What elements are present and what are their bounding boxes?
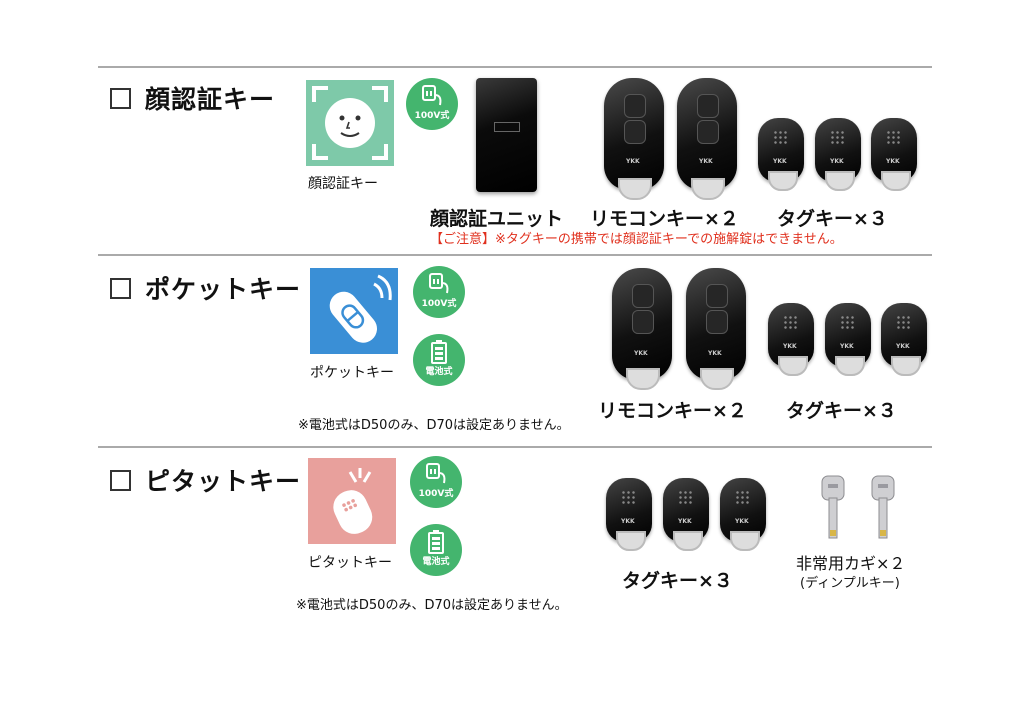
tag-key-image: YKK [881, 303, 927, 376]
badge-battery-pitat: 電池式 [410, 524, 462, 576]
section-title-text: ポケットキー [145, 275, 302, 304]
icon-caption-face: 顔認証キー [308, 176, 378, 192]
section-title-text: ピタットキー [145, 467, 302, 496]
face-auth-unit-image [476, 78, 537, 192]
badge-label: 100V式 [414, 111, 450, 121]
pitat-tag-icon [308, 458, 396, 544]
separator-1 [98, 254, 932, 256]
remote-key-image: YKK [677, 78, 737, 200]
product-label-emergency-key: 非常用カギ×２ [796, 554, 906, 573]
section-title-text: 顔認証キー [145, 85, 276, 114]
badge-100v-face: 100V式 [406, 78, 458, 130]
tag-key-image: YKK [758, 118, 804, 191]
badge-label: 100V式 [418, 489, 454, 499]
remote-key-image: YKK [612, 268, 672, 390]
badge-battery-pocket: 電池式 [413, 334, 465, 386]
caution-note: 【ご注意】※タグキーの携帯では顔認証キーでの施解錠はできません。 [430, 232, 843, 247]
product-label-remote: リモコンキー×２ [598, 400, 747, 422]
tag-key-image: YKK [815, 118, 861, 191]
face-icon [306, 80, 394, 166]
section-title-pitat: ピタットキー [110, 462, 301, 498]
battery-icon [428, 530, 444, 554]
plug-icon [426, 463, 446, 484]
tag-key-image: YKK [606, 478, 652, 551]
product-label-tag: タグキー×３ [786, 400, 897, 422]
product-label-remote: リモコンキー×２ [590, 208, 739, 230]
plug-icon [422, 85, 442, 106]
separator-top [98, 66, 932, 68]
section-title-pocket: ポケットキー [110, 270, 301, 306]
tag-key-image: YKK [720, 478, 766, 551]
product-sublabel-dimple: (ディンプルキー) [800, 576, 900, 591]
checkbox-face[interactable] [110, 88, 131, 109]
tag-key-image: YKK [825, 303, 871, 376]
badge-100v-pocket: 100V式 [413, 266, 465, 318]
badge-label: 電池式 [425, 367, 453, 377]
battery-note: ※電池式はD50のみ、D70は設定ありません。 [298, 418, 570, 433]
battery-note: ※電池式はD50のみ、D70は設定ありません。 [296, 598, 568, 613]
pocket-remote-icon [310, 268, 398, 354]
icon-caption-pocket: ポケットキー [310, 365, 394, 381]
badge-100v-pitat: 100V式 [410, 456, 462, 508]
tag-key-image: YKK [768, 303, 814, 376]
product-label-face-unit: 顔認証ユニット [430, 208, 564, 230]
checkbox-pocket[interactable] [110, 278, 131, 299]
icon-caption-pitat: ピタットキー [308, 555, 392, 571]
remote-key-image: YKK [604, 78, 664, 200]
tag-key-image: YKK [871, 118, 917, 191]
product-label-tag: タグキー×３ [622, 570, 733, 592]
separator-2 [98, 446, 932, 448]
badge-label: 100V式 [421, 299, 457, 309]
dimple-key-image [821, 475, 895, 539]
checkbox-pitat[interactable] [110, 470, 131, 491]
battery-icon [431, 340, 447, 364]
plug-icon [429, 273, 449, 294]
section-title-face: 顔認証キー [110, 80, 275, 116]
badge-label: 電池式 [422, 557, 450, 567]
product-label-tag: タグキー×３ [777, 208, 888, 230]
remote-key-image: YKK [686, 268, 746, 390]
tag-key-image: YKK [663, 478, 709, 551]
